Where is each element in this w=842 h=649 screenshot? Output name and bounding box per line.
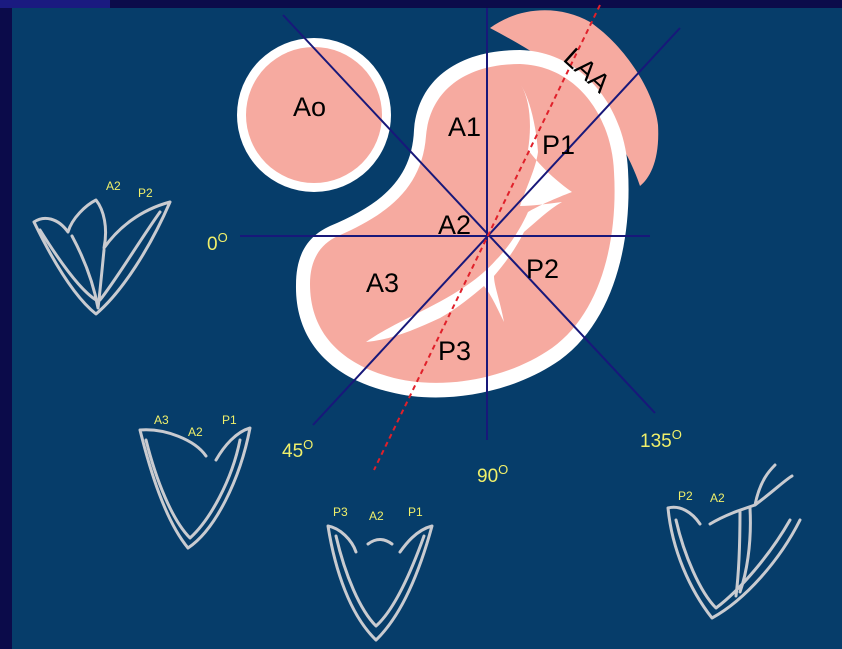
- view-0-label-0: A2: [106, 179, 121, 193]
- scallop-p2-label: P2: [526, 254, 559, 284]
- view-3-label-1: A2: [710, 491, 725, 505]
- view-1-label-2: P1: [222, 413, 237, 427]
- view-2-label-1: A2: [369, 509, 384, 523]
- scallop-p3-label: P3: [438, 336, 471, 366]
- view-1-label-0: A3: [154, 413, 169, 427]
- scallop-a2-label: A2: [438, 210, 471, 240]
- view-2-label-2: P1: [408, 505, 423, 519]
- aorta-label: Ao: [293, 92, 326, 122]
- view-1-label-1: A2: [188, 425, 203, 439]
- view-0-label-1: P2: [138, 186, 153, 200]
- scallop-a3-label: A3: [366, 268, 399, 298]
- view-2-label-0: P3: [333, 505, 348, 519]
- scallop-a1-label: A1: [448, 112, 481, 142]
- scallop-p1-label: P1: [542, 130, 575, 160]
- view-3-label-0: P2: [678, 489, 693, 503]
- top-strip: [0, 0, 110, 8]
